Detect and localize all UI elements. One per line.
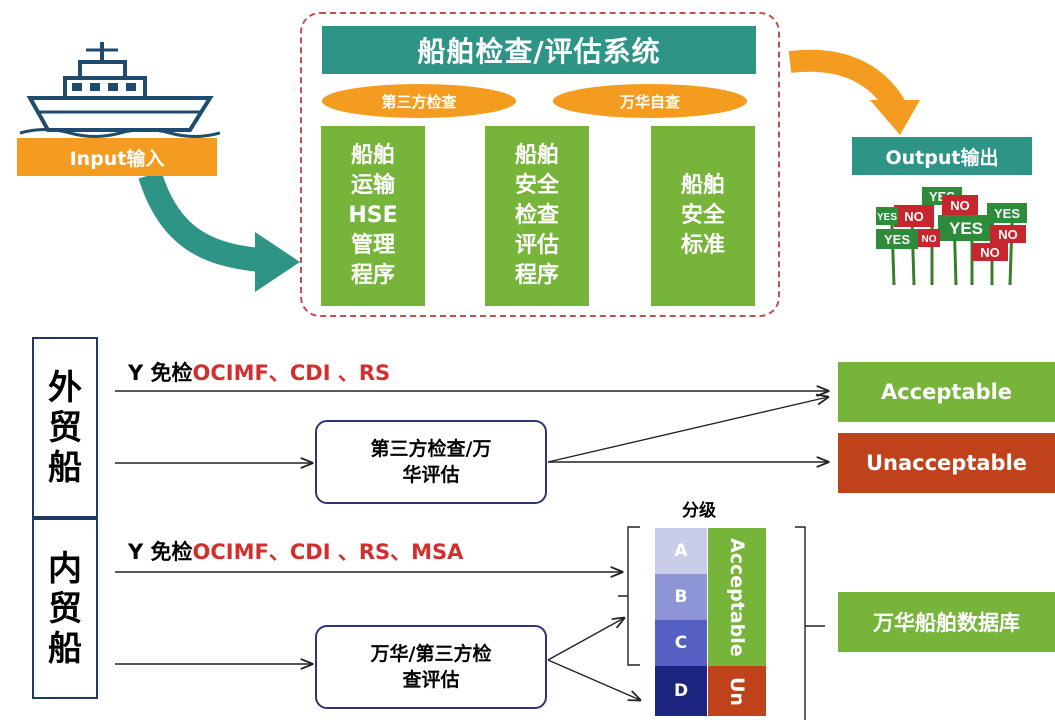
sign-text: NO [904,209,924,224]
yes-no-signs-icon: YES NO NO YES YES NO YES YES NO NO [876,187,1027,285]
wanhua-ship-database: 万华船舶数据库 [838,592,1055,652]
input-label: Input输入 [17,138,217,176]
grade-right-bracket [795,526,825,720]
label-char: 船 [48,447,82,488]
foreign-exempt-label: Y 免检OCIMF、CDI 、RS [128,357,390,387]
domestic-exempt-label: Y 免检OCIMF、CDI 、RS、MSA [128,536,463,566]
label-char: 内 [48,548,82,589]
column-line: HSE [348,203,398,228]
domestic-to-grade-d-line [547,659,640,700]
grade-left-bracket [618,526,640,666]
process-line: 第三方检查/万 [370,438,492,460]
label-char: 贸 [48,407,82,448]
column-line: 船舶 [680,173,725,198]
domestic-to-grades-line [547,618,624,661]
column-line: 船舶 [350,143,395,168]
column-line: 船舶 [514,143,559,168]
output-label: Output输出 [852,137,1032,175]
output-arrow [788,49,905,111]
grade-d: D [655,666,707,716]
acceptable-result: Acceptable [838,362,1055,422]
column-line: 程序 [350,263,395,288]
sign-text: NO [950,198,970,213]
domestic-trade-ship-label: 内 贸 船 [32,518,98,699]
hse-procedure-column: 船舶 运输 HSE 管理 程序 [321,126,425,306]
third-party-inspection-oval: 第三方检查 [322,84,516,118]
ship-icon [20,42,220,138]
foreign-trade-ship-label: 外 贸 船 [32,337,98,518]
column-line: 管理 [350,233,395,258]
exempt-prefix: Y 免检 [128,361,193,385]
exempt-prefix: Y 免检 [128,540,193,564]
input-arrow [138,171,262,272]
input-arrowhead [255,232,300,292]
grade-c: C [655,620,707,666]
sign-text: YES [877,212,897,223]
column-line: 程序 [514,263,559,288]
sign-text: NO [998,227,1018,242]
grade-b: B [655,574,707,620]
grade-acceptable-band: Acceptable [708,528,766,666]
label-char: 船 [48,628,82,669]
unacceptable-result: Unacceptable [838,433,1055,493]
self-inspection-oval: 万华自查 [553,84,747,118]
system-title: 船舶检查/评估系统 [322,26,756,74]
sign-text: YES [949,219,983,238]
sign-text: YES [884,232,910,247]
output-arrowhead [870,100,920,135]
inspection-system-frame [300,12,780,317]
column-line: 安全 [514,173,559,198]
column-line: 运输 [350,173,395,198]
grade-a: A [655,528,707,574]
safety-inspection-procedure-column: 船舶 安全 检查 评估 程序 [485,126,589,306]
column-line: 检查 [514,203,559,228]
label-char: 贸 [48,588,82,629]
third-party-evaluation-box: 第三方检查/万 华评估 [315,420,547,504]
foreign-to-acceptable-line [547,397,828,463]
safety-standard-column: 船舶 安全 标准 [651,126,755,306]
process-line: 华评估 [402,464,460,486]
sign-text: NO [922,234,937,245]
grade-unacceptable-band: Un [708,666,766,716]
sign-text: NO [980,245,1000,260]
grading-title: 分级 [682,501,716,521]
process-line: 万华/第三方检 [370,643,492,665]
label-char: 外 [48,367,82,408]
column-line: 评估 [514,233,559,258]
process-line: 查评估 [402,669,460,691]
sign-text: YES [994,206,1020,221]
column-line: 标准 [680,233,725,258]
exempt-certifications: OCIMF、CDI 、RS、MSA [192,540,464,564]
wanhua-evaluation-box: 万华/第三方检 查评估 [315,625,547,709]
exempt-certifications: OCIMF、CDI 、RS [192,361,391,385]
column-line: 安全 [680,203,725,228]
